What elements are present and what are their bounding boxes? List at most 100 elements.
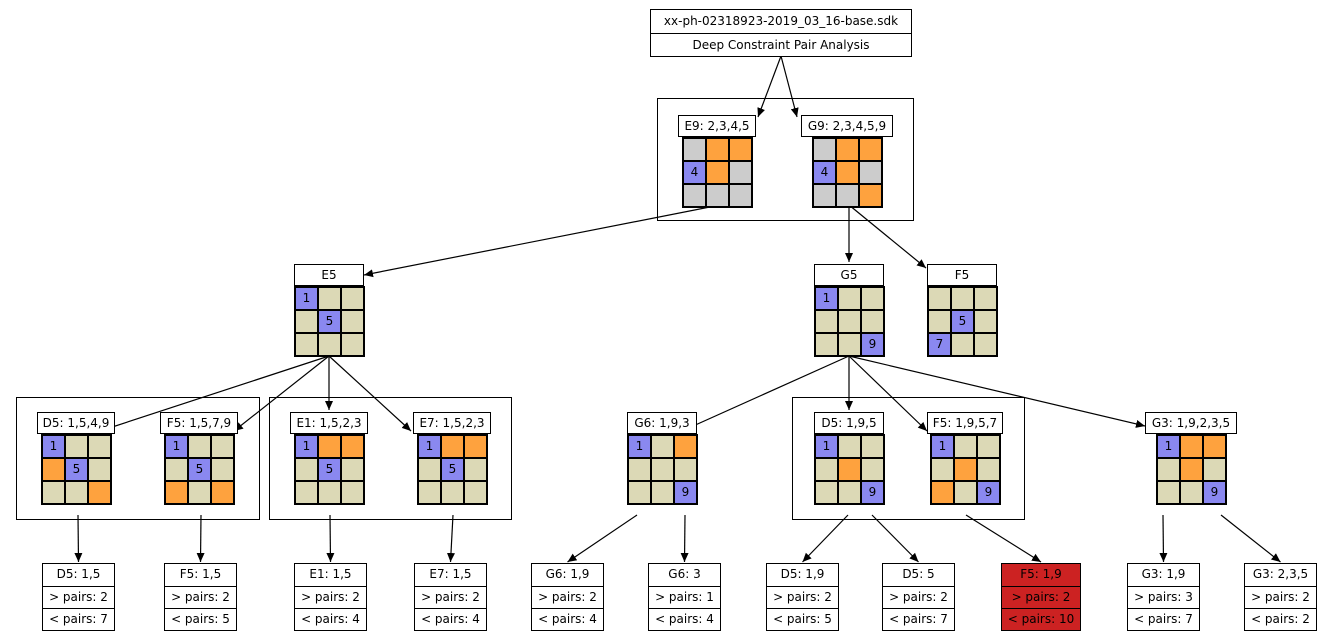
leaf-node-l7: D5: 1,9> pairs: 2< pairs: 5 bbox=[766, 563, 839, 631]
grid-cell bbox=[295, 458, 318, 481]
leaf-less-pairs: < pairs: 10 bbox=[1002, 608, 1080, 630]
grid-cell bbox=[838, 310, 861, 333]
grid-cell bbox=[838, 435, 861, 458]
grid-cell: 5 bbox=[951, 310, 974, 333]
grid-cell bbox=[295, 333, 318, 356]
edge-f5a-l2 bbox=[196, 514, 205, 563]
grid-cell bbox=[341, 310, 364, 333]
grid-cell: 5 bbox=[65, 458, 88, 481]
grid-cell bbox=[861, 435, 884, 458]
grid-cell bbox=[706, 161, 729, 184]
grid-cell bbox=[464, 435, 487, 458]
edge-e1-l3 bbox=[326, 514, 335, 563]
grid-cell bbox=[729, 138, 752, 161]
leaf-node-l3: E1: 1,5> pairs: 2< pairs: 4 bbox=[294, 563, 367, 631]
grid-cell bbox=[88, 458, 111, 481]
grid-cell: 1 bbox=[295, 287, 318, 310]
leaf-less-pairs: < pairs: 2 bbox=[1245, 608, 1316, 630]
grid-cell: 1 bbox=[815, 287, 838, 310]
node-label: F5: 1,9,5,7 bbox=[927, 412, 1003, 434]
node-label: D5: 1,9,5 bbox=[814, 412, 884, 434]
leaf-less-pairs: < pairs: 4 bbox=[649, 608, 720, 630]
grid-cell: 1 bbox=[418, 435, 441, 458]
candidate-grid: 4 bbox=[812, 137, 883, 208]
grid-cell bbox=[318, 435, 341, 458]
leaf-less-pairs: < pairs: 7 bbox=[883, 608, 954, 630]
grid-cell bbox=[1157, 481, 1180, 504]
node-label: F5 bbox=[927, 264, 997, 286]
grid-cell bbox=[836, 138, 859, 161]
grid-cell bbox=[341, 435, 364, 458]
leaf-node-l5: G6: 1,9> pairs: 2< pairs: 4 bbox=[531, 563, 604, 631]
node-label: G5 bbox=[814, 264, 884, 286]
grid-cell bbox=[683, 184, 706, 207]
cluster-d5-f5 bbox=[16, 397, 260, 520]
grid-cell bbox=[954, 435, 977, 458]
grid-cell: 5 bbox=[318, 458, 341, 481]
leaf-node-l10: G3: 1,9> pairs: 3< pairs: 7 bbox=[1127, 563, 1200, 631]
node-label: G3: 1,9,2,3,5 bbox=[1145, 412, 1237, 434]
grid-cell bbox=[954, 458, 977, 481]
grid-cell: 9 bbox=[1203, 481, 1226, 504]
grid-cell bbox=[836, 184, 859, 207]
node-label: F5: 1,5,7,9 bbox=[160, 412, 238, 434]
leaf-title: G3: 2,3,5 bbox=[1252, 567, 1309, 581]
leaf-less-pairs: < pairs: 5 bbox=[165, 608, 236, 630]
leaf-title: D5: 1,9 bbox=[780, 567, 825, 581]
grid-cell: 4 bbox=[813, 161, 836, 184]
leaf-greater-pairs: > pairs: 2 bbox=[165, 586, 236, 608]
edge-e7-l4 bbox=[446, 514, 455, 563]
edge-e5-d5a bbox=[99, 355, 330, 433]
grid-cell bbox=[295, 481, 318, 504]
root-filename: xx-ph-02318923-2019_03_16-base.sdk bbox=[663, 14, 899, 28]
edge-g3-l11 bbox=[1220, 514, 1281, 563]
grid-cell bbox=[706, 184, 729, 207]
cluster-e1-e7 bbox=[269, 397, 512, 520]
grid-cell bbox=[815, 310, 838, 333]
grid-cell bbox=[706, 138, 729, 161]
leaf-less-pairs: < pairs: 4 bbox=[295, 608, 366, 630]
grid-cell bbox=[318, 481, 341, 504]
grid-cell bbox=[838, 333, 861, 356]
grid-cell bbox=[859, 138, 882, 161]
leaf-title: D5: 5 bbox=[902, 567, 935, 581]
node-label: G6: 1,9,3 bbox=[627, 412, 697, 434]
grid-cell bbox=[1203, 458, 1226, 481]
leaf-greater-pairs: > pairs: 3 bbox=[1128, 586, 1199, 608]
grid-cell: 1 bbox=[1157, 435, 1180, 458]
cluster-e9-g9 bbox=[657, 98, 914, 221]
edge-g9-f5top bbox=[848, 204, 927, 269]
node-label: D5: 1,5,4,9 bbox=[37, 412, 115, 434]
leaf-node-l11: G3: 2,3,5> pairs: 2< pairs: 2 bbox=[1244, 563, 1317, 631]
grid-cell: 9 bbox=[861, 481, 884, 504]
grid-cell bbox=[861, 310, 884, 333]
grid-cell: 9 bbox=[861, 333, 884, 356]
grid-cell bbox=[674, 435, 697, 458]
leaf-title: G6: 1,9 bbox=[545, 567, 590, 581]
leaf-title: D5: 1,5 bbox=[56, 567, 101, 581]
leaf-greater-pairs: > pairs: 2 bbox=[532, 586, 603, 608]
leaf-title: F5: 1,5 bbox=[179, 567, 222, 581]
grid-cell bbox=[211, 481, 234, 504]
grid-cell bbox=[341, 333, 364, 356]
edge-d5a-l1 bbox=[74, 514, 83, 563]
node-label: E5 bbox=[294, 264, 364, 286]
grid-cell bbox=[188, 435, 211, 458]
leaf-node-l9: F5: 1,9> pairs: 2< pairs: 10 bbox=[1001, 563, 1081, 631]
grid-cell bbox=[651, 481, 674, 504]
edge-root-g9 bbox=[780, 55, 799, 118]
grid-cell bbox=[815, 458, 838, 481]
